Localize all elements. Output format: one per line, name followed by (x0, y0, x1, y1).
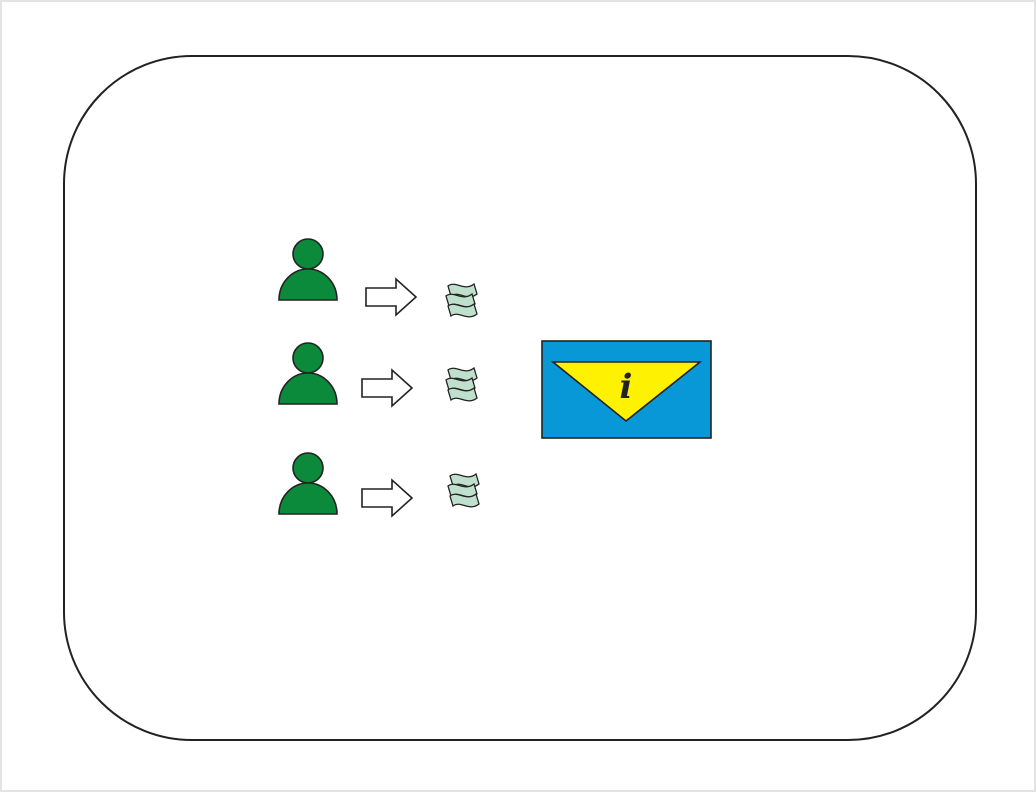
info-triangle (550, 361, 703, 423)
paper-stack-icon (445, 367, 478, 402)
info-icon: i (541, 340, 712, 439)
paper-stack-icon (445, 283, 478, 318)
diagram-container (63, 55, 977, 741)
paper-stack-icon (447, 473, 480, 508)
info-letter: i (620, 367, 633, 407)
